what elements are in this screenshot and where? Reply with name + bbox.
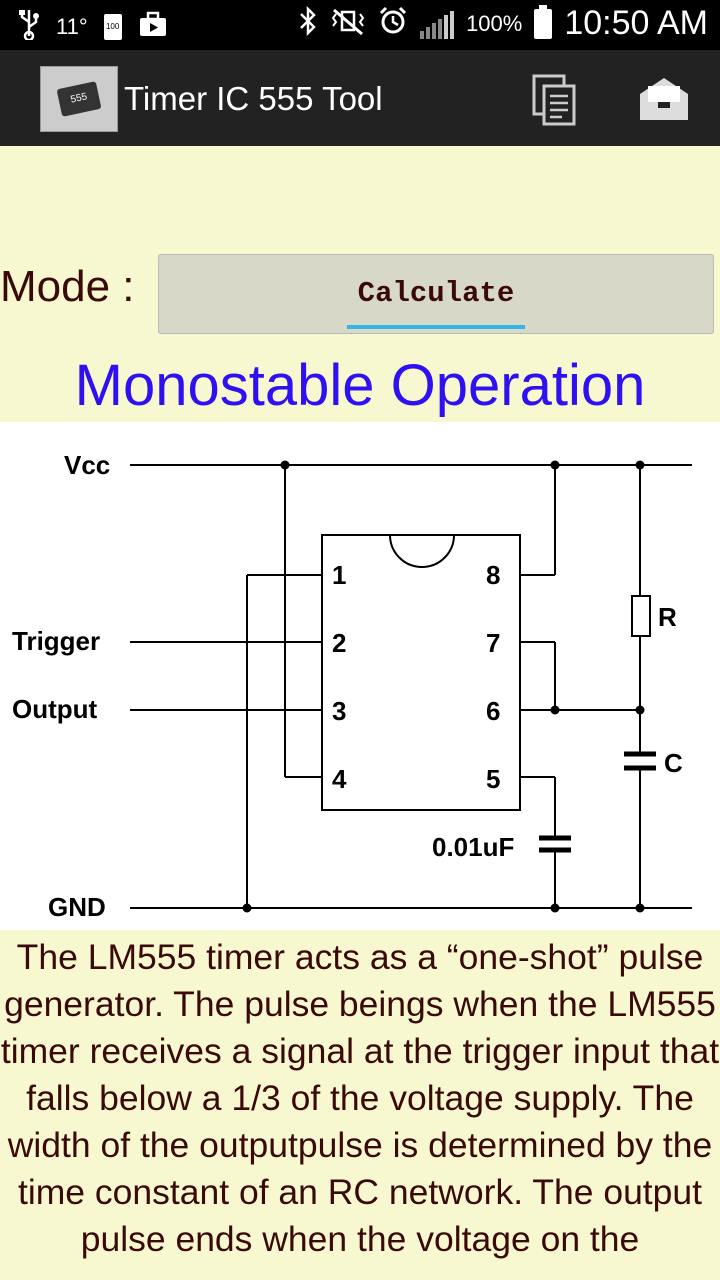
battery-percent: 100% [466,10,523,36]
bluetooth-icon [298,5,318,42]
app-bar: 555 Timer IC 555 Tool [0,50,720,146]
pin-5: 5 [486,764,500,794]
usb-icon [18,8,40,46]
circuit-diagram: Vcc Trigger Output GND 1 2 3 4 5 6 7 8 R… [0,422,720,930]
battery-icon [534,4,553,39]
inbox-button[interactable] [636,72,692,128]
pin-7: 7 [486,628,500,658]
pin-8: 8 [486,560,500,590]
pin-1: 1 [332,560,346,590]
mode-button-label: Calculate [357,277,515,310]
operation-title: Monostable Operation [74,353,646,418]
mode-label: Mode : [0,262,135,311]
output-label: Output [12,694,98,724]
temperature-text: 11° [56,14,88,39]
capacitor-label: C [664,748,683,778]
signal-icon [420,9,455,39]
resistor-label: R [658,602,677,632]
vcc-label: Vcc [64,450,110,480]
gnd-label: GND [48,892,106,922]
pin-4: 4 [332,764,347,794]
description-text: The LM555 timer acts as a “one-shot” pul… [0,937,720,1259]
vibrate-mute-icon [330,6,366,42]
copy-icon [532,74,576,126]
logo-chip-text: 555 [56,81,102,117]
pin-6: 6 [486,696,500,726]
app-logo: 555 [40,66,118,132]
alarm-icon [378,6,408,42]
mode-selector-button[interactable]: Calculate [158,254,714,334]
briefcase-icon [138,10,168,44]
mode-button-underline [347,325,525,329]
app-title: Timer IC 555 Tool [124,80,383,117]
trigger-label: Trigger [12,626,100,656]
pin-2: 2 [332,628,346,658]
cap-value-label: 0.01uF [432,832,514,862]
battery-widget-icon: 100 [103,14,122,40]
clock-time: 10:50 AM [564,4,708,42]
pin-3: 3 [332,696,346,726]
mail-box-icon [640,78,688,120]
copy-button[interactable] [528,72,584,128]
status-bar: 11° 100 100% 10:50 AM [0,0,720,50]
